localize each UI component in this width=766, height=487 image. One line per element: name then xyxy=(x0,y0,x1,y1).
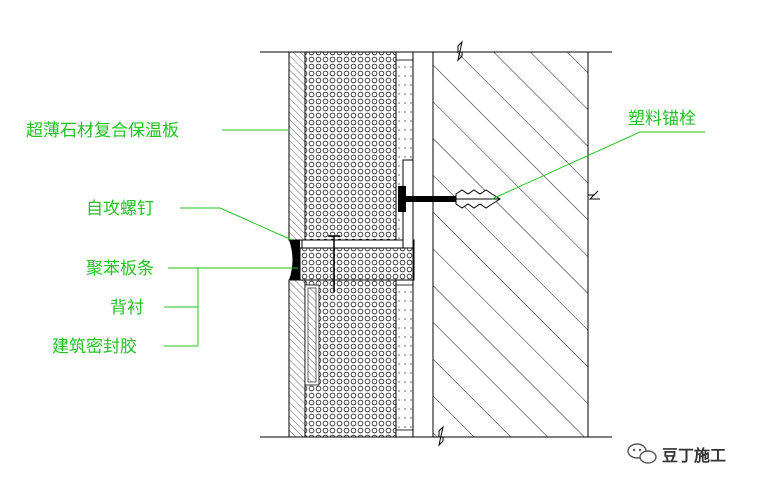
label-plastic-anchor: 塑料锚栓 xyxy=(628,109,696,129)
label-insulation-board: 超薄石材复合保温板 xyxy=(26,121,179,141)
watermark: 豆丁施工 xyxy=(627,443,726,465)
break-symbols xyxy=(438,40,600,447)
upper-insulation-panel xyxy=(288,51,397,241)
panel-joint xyxy=(289,235,415,292)
watermark-text: 豆丁施工 xyxy=(662,446,726,465)
chat-bubble-icon xyxy=(627,443,657,464)
leader-lines xyxy=(164,129,705,347)
label-polystyrene-strip: 聚苯板条 xyxy=(86,259,154,279)
lower-insulation-panel xyxy=(288,279,397,438)
label-building-sealant: 建筑密封胶 xyxy=(52,337,137,357)
label-self-tapping-screw: 自攻螺钉 xyxy=(86,199,154,219)
base-wall xyxy=(432,51,589,438)
label-backing: 背衬 xyxy=(110,298,144,318)
support-bracket xyxy=(402,159,414,249)
